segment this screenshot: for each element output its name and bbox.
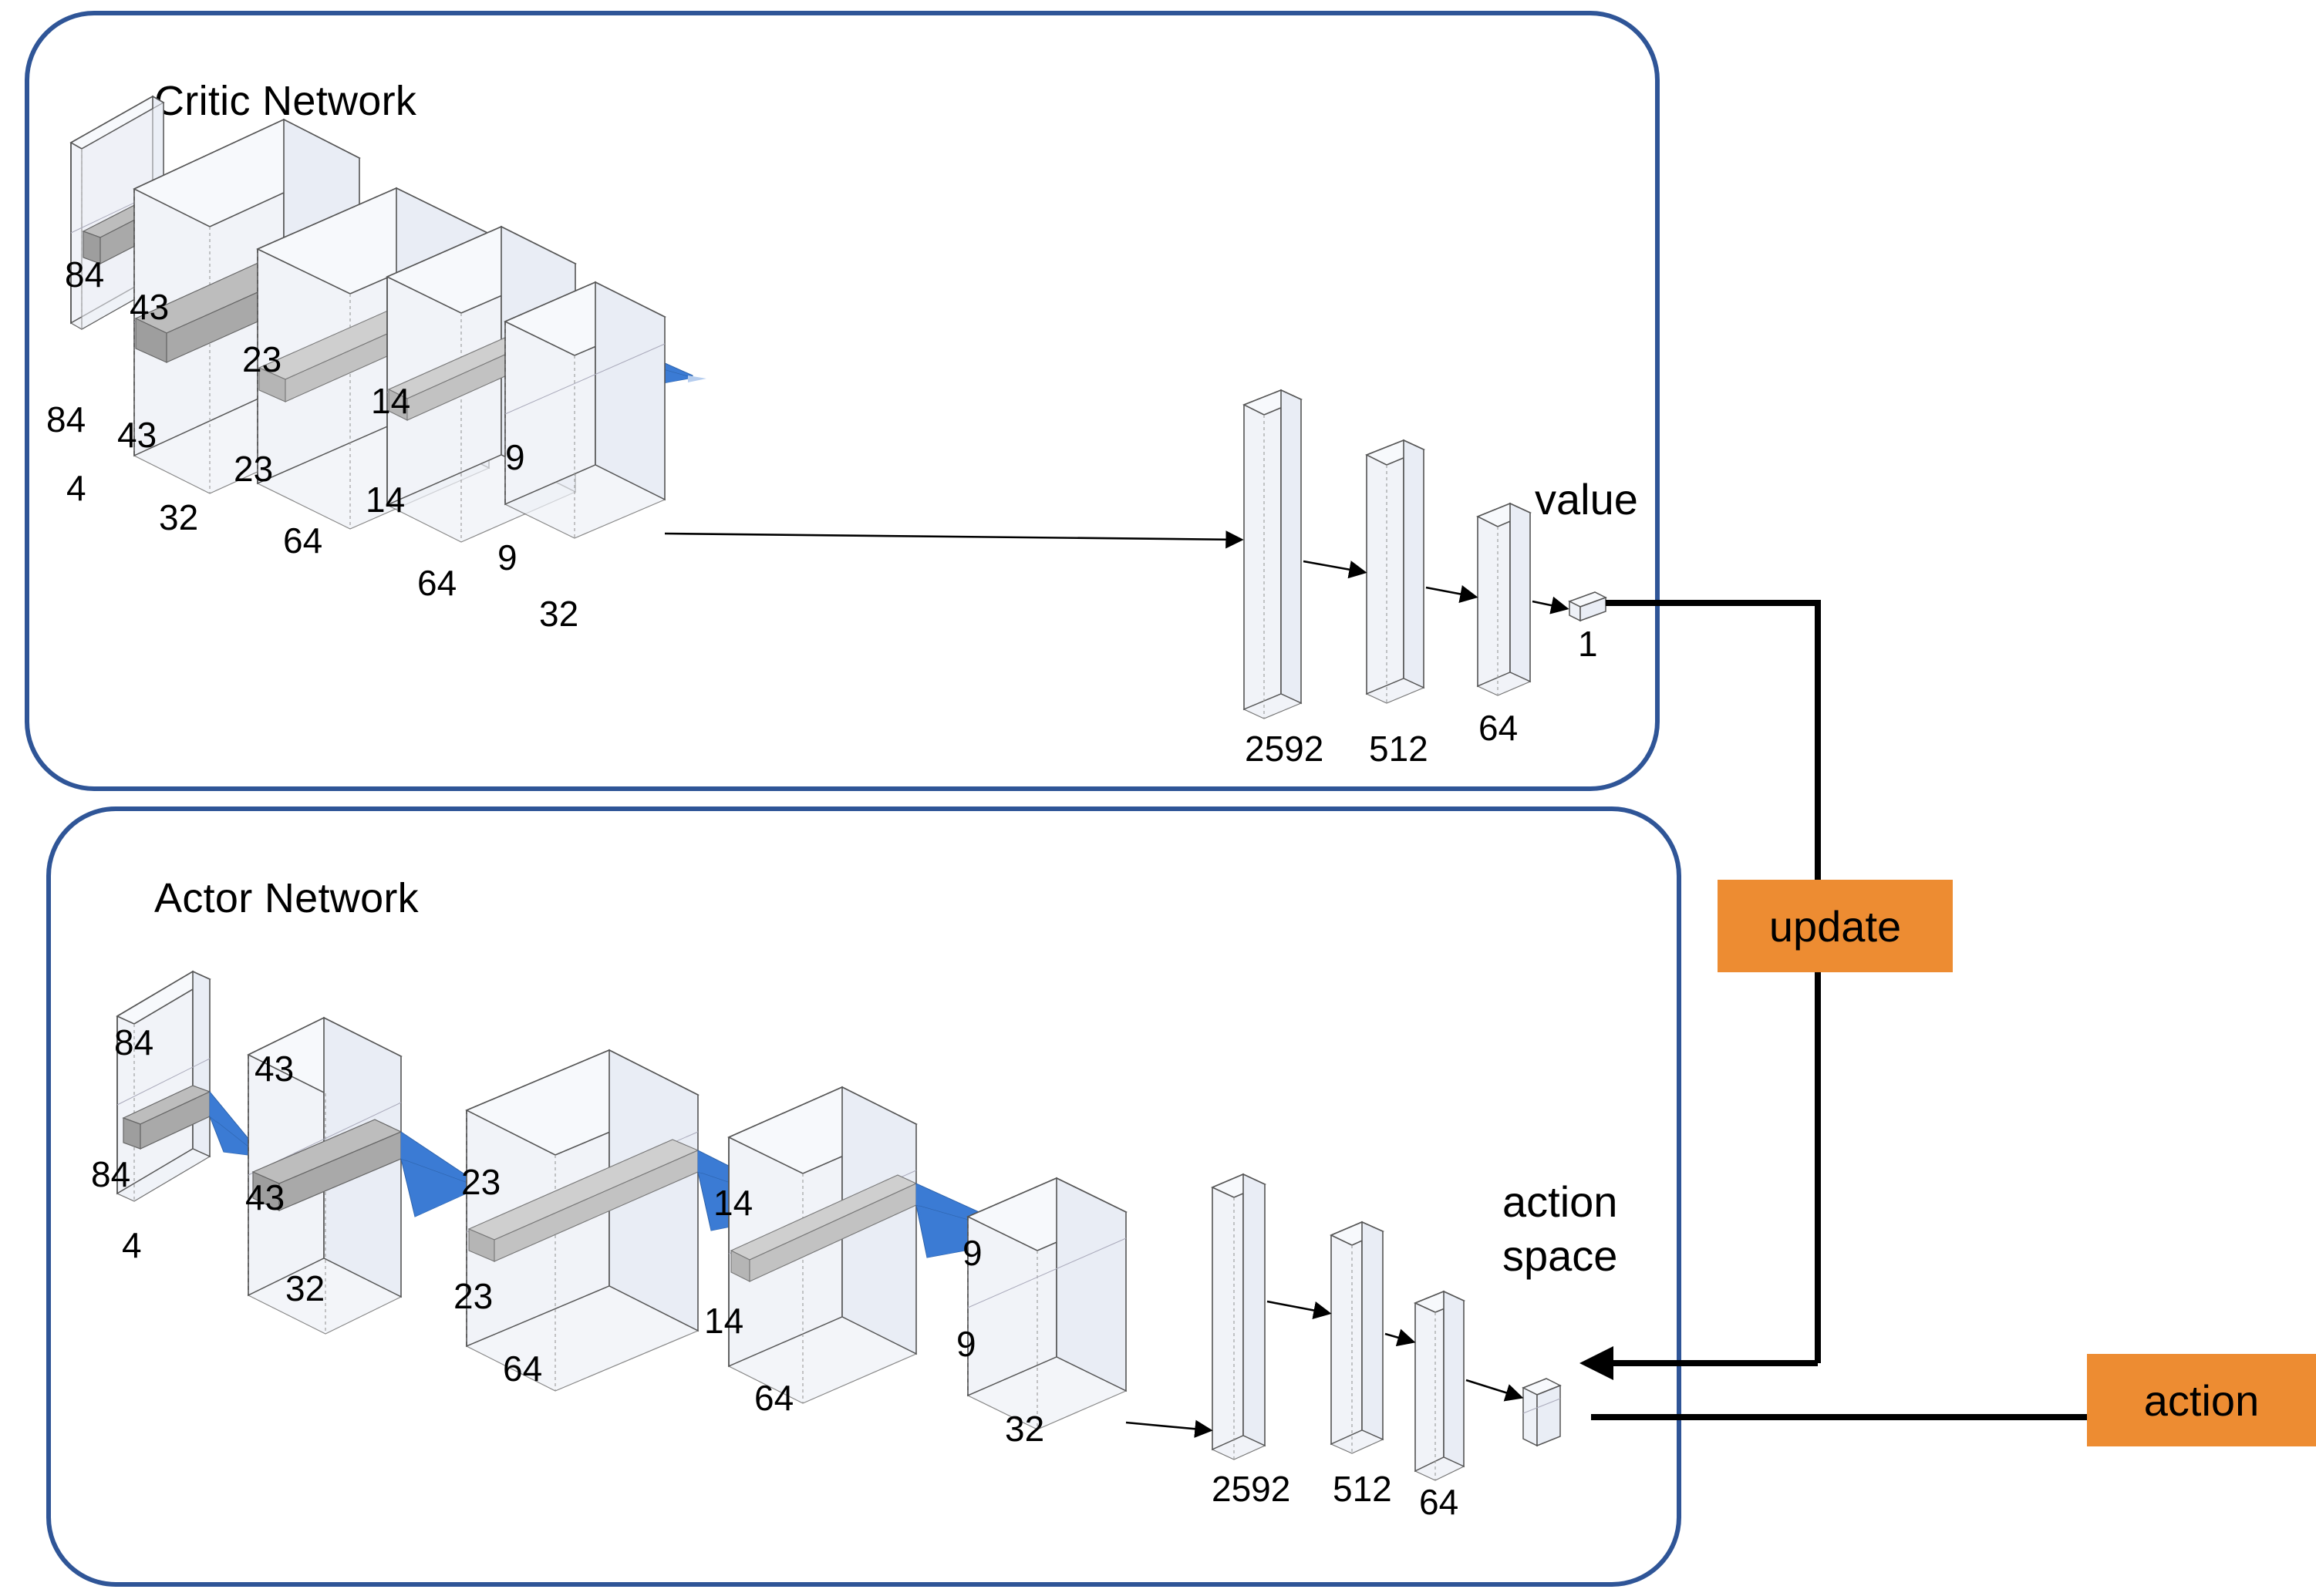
critic-layer4-width: 14 <box>366 480 406 520</box>
critic-layer2-width: 43 <box>117 415 157 455</box>
critic-layer5-width: 9 <box>497 537 517 577</box>
actor-layer3-depth: 64 <box>503 1349 543 1389</box>
critic-layer4-height: 14 <box>371 381 411 421</box>
value-to-update-line <box>1606 600 1821 1363</box>
critic-network-panel <box>25 11 1660 791</box>
actor-layer1-width: 84 <box>91 1154 131 1194</box>
critic-fc-volumes <box>664 389 1607 719</box>
actor-layer4-depth: 64 <box>754 1378 794 1418</box>
critic-layer1-height: 84 <box>65 254 105 295</box>
actor-arrow-fc2-fc3 <box>1384 1328 1416 1347</box>
actor-network-panel <box>46 806 1681 1587</box>
critic-layer2-depth: 32 <box>159 497 199 537</box>
update-arrowhead <box>1579 1346 1613 1380</box>
critic-fc-64 <box>1476 502 1532 696</box>
actor-conv-kernel-4 <box>730 1174 1046 1282</box>
actor-layer4-width: 14 <box>704 1301 744 1341</box>
critic-fc-label-2592: 2592 <box>1245 729 1324 769</box>
actor-layer5-depth: 32 <box>1005 1409 1045 1449</box>
critic-arrow-conv-to-fc <box>664 530 1244 549</box>
flow-connectors <box>1579 600 2152 1436</box>
actor-fc-512 <box>1330 1221 1384 1454</box>
actor-output-label-line1: action <box>1502 1177 1618 1226</box>
critic-conv-volume-5 <box>504 281 666 539</box>
critic-layer2-height: 43 <box>130 287 170 327</box>
critic-fc-2592 <box>1242 389 1303 719</box>
actor-fc-volumes <box>1125 1173 1562 1481</box>
actor-layer2-height: 43 <box>255 1049 295 1089</box>
critic-conv-volumes <box>69 95 706 543</box>
critic-fc-512 <box>1365 439 1425 704</box>
actor-fc-64 <box>1413 1290 1466 1481</box>
actor-layer2-depth: 32 <box>285 1268 325 1308</box>
action-box[interactable]: action <box>2087 1354 2316 1446</box>
actor-layer3-height: 23 <box>461 1162 501 1202</box>
actor-fc-label-512: 512 <box>1333 1469 1392 1509</box>
actor-conv-volumes <box>116 970 1128 1430</box>
actor-output-label-line2: space <box>1502 1231 1618 1280</box>
actor-layer1-height: 84 <box>114 1022 154 1062</box>
actor-layer5-height: 9 <box>962 1233 983 1273</box>
critic-layer1-width: 84 <box>46 399 86 439</box>
actor-layer2-width: 43 <box>245 1177 285 1217</box>
critic-fc-label-512: 512 <box>1369 729 1428 769</box>
actor-layer3-width: 23 <box>453 1276 494 1316</box>
actor-conv-volume-1 <box>116 970 211 1202</box>
critic-layer3-depth: 64 <box>283 520 323 561</box>
critic-arrow-fc3-out <box>1532 596 1569 614</box>
critic-fc-label-64: 64 <box>1478 708 1519 748</box>
critic-fc-label-1: 1 <box>1578 624 1598 664</box>
actor-conv-volume-5 <box>966 1177 1128 1430</box>
actor-layer4-height: 14 <box>713 1183 753 1223</box>
critic-layer5-depth: 32 <box>539 594 579 634</box>
critic-layer3-height: 23 <box>242 339 282 379</box>
actor-fc-label-64: 64 <box>1419 1482 1459 1522</box>
critic-arrow-fc1-fc2 <box>1303 560 1367 579</box>
actor-fc-2592 <box>1211 1173 1266 1460</box>
critic-arrow-fc2-fc3 <box>1425 585 1478 603</box>
actor-network-title: Actor Network <box>154 875 419 921</box>
critic-layer5-height: 9 <box>505 437 525 477</box>
critic-fc-1 <box>1568 591 1607 622</box>
actor-arrow-conv-to-fc <box>1125 1419 1213 1438</box>
critic-network-title: Critic Network <box>154 78 417 124</box>
actor-conv-kernel-2 <box>251 1119 496 1217</box>
critic-output-label: value <box>1535 475 1638 524</box>
actor-fc-label-2592: 2592 <box>1212 1469 1291 1509</box>
actor-arrow-fc1-fc2 <box>1266 1300 1332 1320</box>
critic-layer3-width: 23 <box>234 449 274 489</box>
update-box[interactable]: update <box>1718 880 1953 972</box>
critic-layer4-depth: 64 <box>417 563 457 603</box>
actor-arrow-fc3-out <box>1465 1379 1524 1402</box>
critic-layer1-depth: 4 <box>66 468 86 508</box>
actor-layer1-depth: 4 <box>122 1225 142 1265</box>
actor-layer5-width: 9 <box>956 1324 976 1364</box>
actor-action-space-block <box>1522 1378 1562 1447</box>
